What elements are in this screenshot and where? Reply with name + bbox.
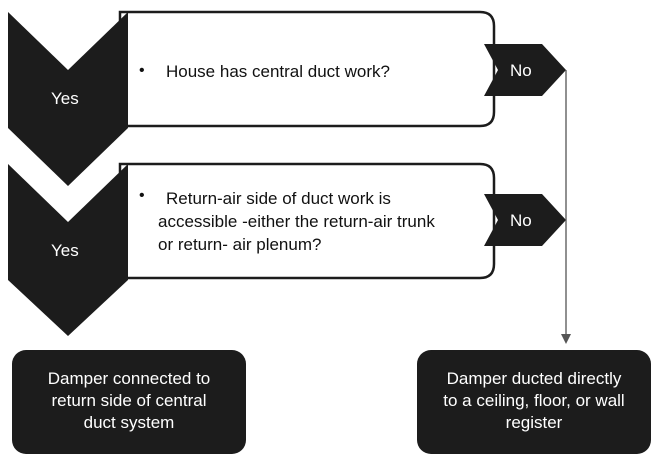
outcome-left-line-1: Damper connected to <box>47 369 211 388</box>
outcome-left-text: Damper connected to return side of centr… <box>12 368 246 434</box>
outcome-right-line-2: to a ceiling, floor, or wall <box>443 391 625 410</box>
question-2-line-3: or return- air plenum? <box>158 235 322 254</box>
outcome-left-line-3: duct system <box>83 413 175 432</box>
yes-label-2: Yes <box>51 241 79 260</box>
no-arrow-1 <box>484 44 566 96</box>
no-arrow-2 <box>484 194 566 246</box>
outcome-right-line-3: register <box>505 413 563 432</box>
bullet-2: • <box>139 187 145 204</box>
yes-chevron-2 <box>8 164 128 336</box>
bullet-1: • <box>139 62 145 79</box>
yes-chevron-1 <box>8 12 128 186</box>
no-connector-arrowhead <box>561 334 571 344</box>
outcome-box-right <box>417 350 651 454</box>
question-box-2 <box>118 162 496 280</box>
question-box-1 <box>118 10 496 128</box>
question-1-text: House has central duct work? <box>166 62 390 81</box>
yes-label-1: Yes <box>51 89 79 108</box>
no-label-2: No <box>510 211 532 230</box>
outcome-left-line-2: return side of central <box>51 391 207 410</box>
outcome-box-left <box>12 350 246 454</box>
question-2-line-2: accessible -either the return-air trunk <box>158 212 435 231</box>
outcome-right-text: Damper ducted directly to a ceiling, flo… <box>417 368 651 434</box>
outcome-right-line-1: Damper ducted directly <box>446 369 622 388</box>
question-2-line-1: Return-air side of duct work is <box>166 189 391 208</box>
no-label-1: No <box>510 61 532 80</box>
